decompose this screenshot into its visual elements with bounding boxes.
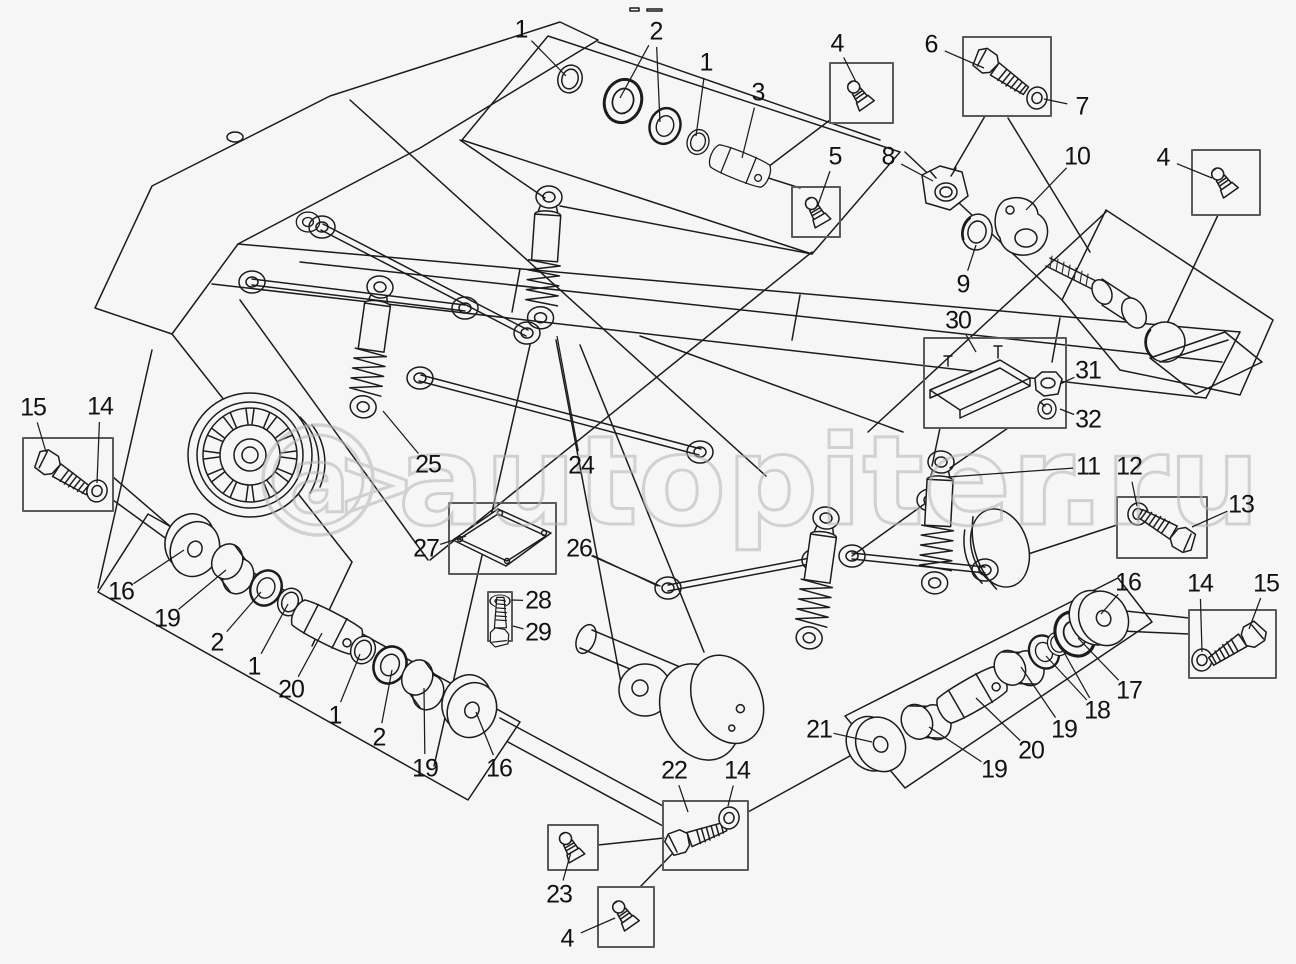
part-callout-20: 20	[1018, 736, 1045, 765]
part-callout-1: 1	[247, 652, 262, 681]
part-callout-19: 19	[981, 755, 1008, 784]
part-callout-23: 23	[546, 880, 573, 909]
pivot-shaft-assembly	[1045, 255, 1263, 395]
part-callout-19: 19	[1051, 715, 1078, 744]
part-callout-32: 32	[1075, 405, 1102, 434]
callout-boxes	[22, 36, 1277, 948]
part-callout-22: 22	[661, 756, 688, 785]
part-callout-30: 30	[945, 306, 972, 335]
part-callout-1: 1	[514, 15, 529, 44]
part-callout-11: 11	[1076, 452, 1101, 481]
part-callout-15: 15	[20, 393, 47, 422]
part-callout-4: 4	[1156, 143, 1171, 172]
part-callout-31: 31	[1075, 356, 1102, 385]
part-callout-28: 28	[525, 586, 552, 615]
watermark-logo-chevron: >	[336, 427, 416, 539]
part-callout-7: 7	[1075, 92, 1090, 121]
part-callout-2: 2	[649, 17, 664, 46]
part-callout-1: 1	[699, 48, 714, 77]
part-callout-5: 5	[828, 142, 843, 171]
watermark-word: autopiter.ru	[398, 410, 1260, 554]
watermark-logo-letter: a	[290, 430, 349, 533]
part-callout-16: 16	[108, 577, 135, 606]
box-hardware	[30, 44, 1271, 932]
part-callout-9: 9	[956, 270, 971, 299]
part-callout-29: 29	[525, 618, 552, 647]
part-callout-26: 26	[566, 534, 593, 563]
part-callout-25: 25	[415, 450, 442, 479]
wheel-hub-left	[187, 392, 326, 518]
torque-rods	[238, 211, 999, 600]
axle-assembly-bottom	[575, 623, 765, 761]
watermark-logo-circle	[261, 423, 375, 537]
part-callout-14: 14	[1187, 569, 1214, 598]
part-callout-2: 2	[372, 723, 387, 752]
part-callout-15: 15	[1253, 569, 1280, 598]
part-callout-10: 10	[1064, 142, 1091, 171]
part-callout-21: 21	[806, 715, 833, 744]
part-callout-8: 8	[881, 142, 896, 171]
part-callout-4: 4	[830, 29, 845, 58]
part-callout-27: 27	[413, 534, 440, 563]
part-callout-17: 17	[1116, 676, 1143, 705]
part-callout-14: 14	[724, 756, 751, 785]
part-callout-4: 4	[560, 924, 575, 953]
part-callout-13: 13	[1228, 490, 1255, 519]
part-callout-2: 2	[210, 628, 225, 657]
part-callout-16: 16	[486, 754, 513, 783]
part-callout-19: 19	[412, 754, 439, 783]
part-callout-3: 3	[751, 78, 766, 107]
part-callout-1: 1	[328, 701, 343, 730]
part-callout-18: 18	[1084, 696, 1111, 725]
cover-plate	[452, 508, 552, 567]
part-callout-6: 6	[924, 30, 939, 59]
part-callout-24: 24	[568, 451, 595, 480]
part-callout-12: 12	[1116, 452, 1143, 481]
part-callout-16: 16	[1115, 568, 1142, 597]
part-callout-19: 19	[154, 604, 181, 633]
part-callout-20: 20	[278, 675, 305, 704]
part-callout-14: 14	[87, 392, 114, 421]
